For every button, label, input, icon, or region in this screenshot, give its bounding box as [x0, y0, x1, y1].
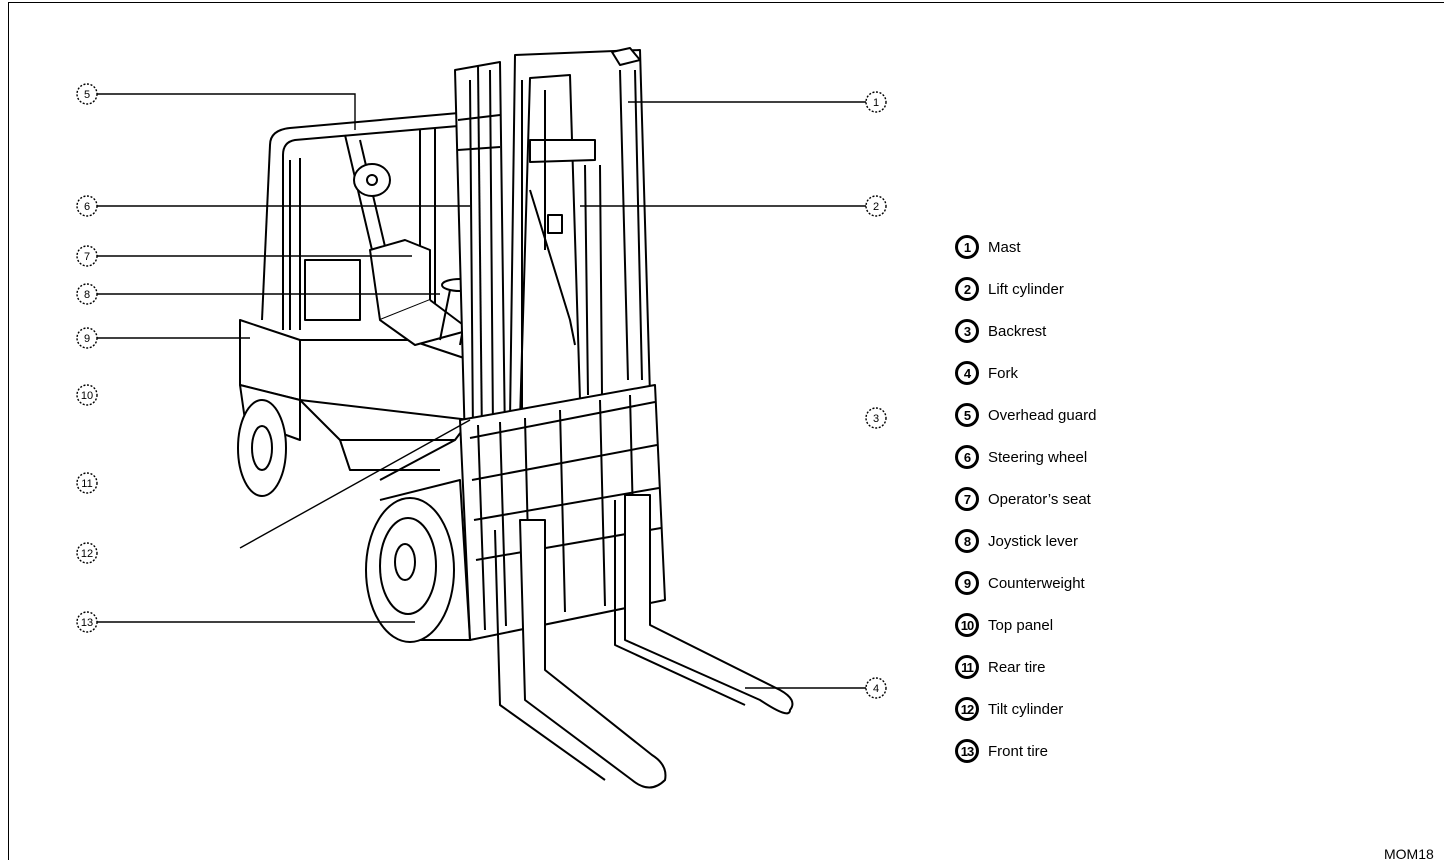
svg-text:10: 10	[81, 390, 93, 402]
legend-number-badge: 7	[955, 487, 979, 511]
legend-number-badge: 4	[955, 361, 979, 385]
legend-label: Steering wheel	[988, 448, 1088, 466]
legend-item: 11 Rear tire	[955, 646, 1096, 688]
callout-4: 4	[865, 677, 887, 699]
legend-number-badge: 10	[955, 613, 979, 637]
legend-item: 9 Counterweight	[955, 562, 1096, 604]
legend-item: 7 Operator’s seat	[955, 478, 1096, 520]
legend-number-badge: 11	[955, 655, 979, 679]
legend-number-badge: 3	[955, 319, 979, 343]
svg-text:5: 5	[84, 89, 90, 101]
legend-item: 12 Tilt cylinder	[955, 688, 1096, 730]
legend-label: Fork	[988, 364, 1018, 382]
svg-text:6: 6	[84, 201, 90, 213]
svg-text:9: 9	[84, 333, 90, 345]
legend-number-badge: 9	[955, 571, 979, 595]
parts-legend: 1 Mast 2 Lift cylinder 3 Backrest 4 Fork 5 Ov…	[955, 226, 1096, 772]
legend-number-badge: 12	[955, 697, 979, 721]
legend-label: Rear tire	[988, 658, 1046, 676]
legend-item: 1 Mast	[955, 226, 1096, 268]
legend-item: 3 Backrest	[955, 310, 1096, 352]
svg-text:4: 4	[873, 683, 879, 695]
svg-text:8: 8	[84, 289, 90, 301]
legend-label: Overhead guard	[988, 406, 1097, 424]
callout-2: 2	[865, 195, 887, 217]
svg-text:12: 12	[81, 548, 93, 560]
legend-item: 10 Top panel	[955, 604, 1096, 646]
legend-label: Lift cylinder	[988, 280, 1064, 298]
legend-label: Front tire	[988, 742, 1049, 760]
svg-text:1: 1	[873, 97, 879, 109]
legend-item: 6 Steering wheel	[955, 436, 1096, 478]
callout-3: 3	[865, 407, 887, 429]
legend-label: Operator’s seat	[988, 490, 1091, 508]
svg-text:11: 11	[81, 478, 92, 490]
legend-number-badge: 8	[955, 529, 979, 553]
legend-label: Backrest	[988, 322, 1047, 340]
callout-13: 13	[76, 611, 98, 633]
document-code: MOM18	[1384, 846, 1434, 862]
callout-11: 11	[76, 472, 98, 494]
callout-9: 9	[76, 327, 98, 349]
legend-number-badge: 6	[955, 445, 979, 469]
legend-number-badge: 2	[955, 277, 979, 301]
legend-number-badge: 1	[955, 235, 979, 259]
legend-item: 2 Lift cylinder	[955, 268, 1096, 310]
leader-line-12	[239, 419, 471, 549]
callout-6: 6	[76, 195, 98, 217]
callouts: 5 1 6 2 7 8 9 10 3 11 12 13 4	[76, 83, 887, 699]
legend-item: 13 Front tire	[955, 730, 1096, 772]
legend-label: Tilt cylinder	[988, 700, 1064, 718]
svg-text:2: 2	[873, 201, 879, 213]
callout-1: 1	[865, 91, 887, 113]
forklift-illustration	[237, 47, 794, 789]
legend-item: 8 Joystick lever	[955, 520, 1096, 562]
diagram-frame	[8, 2, 1444, 860]
leader-line-5	[97, 93, 356, 130]
legend-number-badge: 5	[955, 403, 979, 427]
legend-label: Mast	[988, 238, 1021, 256]
callout-10: 10	[76, 384, 98, 406]
legend-item: 5 Overhead guard	[955, 394, 1096, 436]
legend-number-badge: 13	[955, 739, 979, 763]
legend-item: 4 Fork	[955, 352, 1096, 394]
legend-label: Counterweight	[988, 574, 1085, 592]
callout-5: 5	[76, 83, 98, 105]
svg-text:7: 7	[84, 251, 90, 263]
callout-8: 8	[76, 283, 98, 305]
svg-text:13: 13	[81, 617, 93, 629]
callout-12: 12	[76, 542, 98, 564]
callout-7: 7	[76, 245, 98, 267]
svg-text:3: 3	[873, 413, 879, 425]
legend-label: Top panel	[988, 616, 1054, 634]
leader-lines	[97, 93, 866, 689]
legend-label: Joystick lever	[988, 532, 1079, 550]
